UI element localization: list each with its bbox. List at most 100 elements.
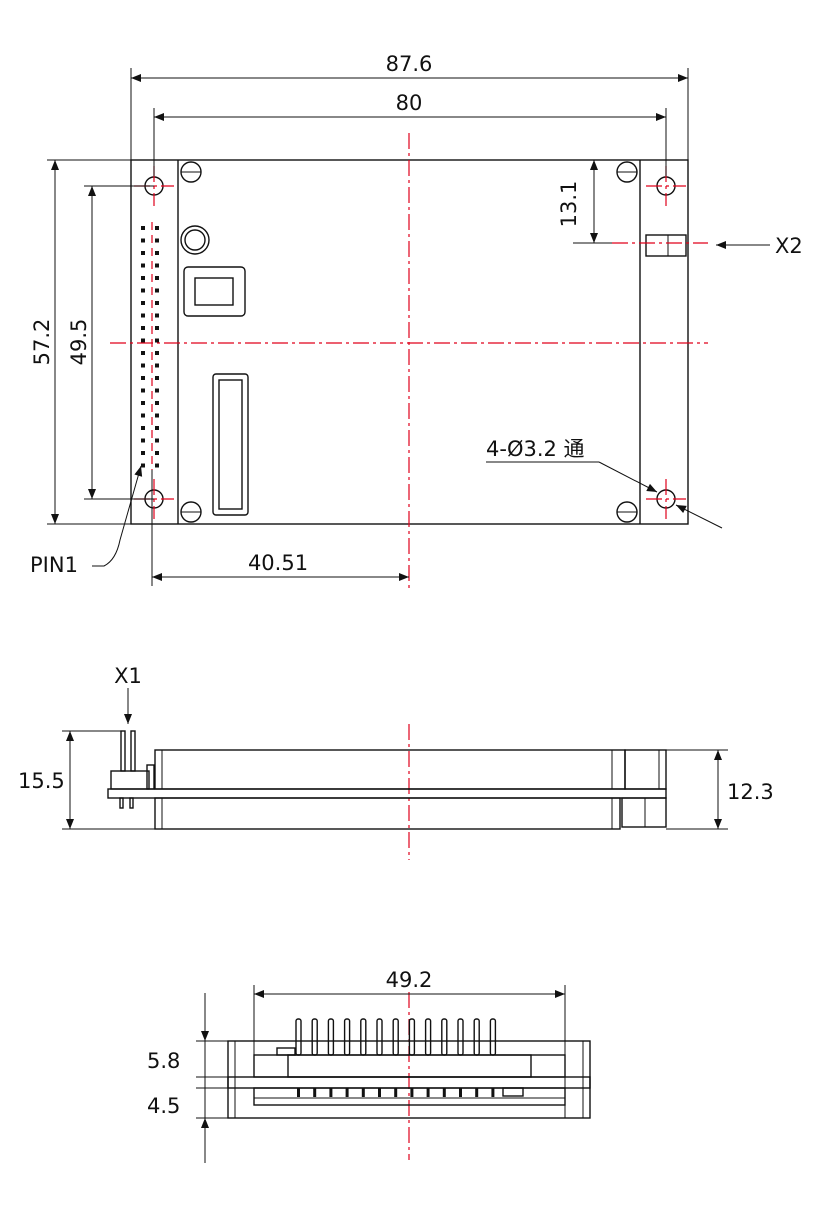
header-pin [141, 226, 145, 230]
end-pin [424, 1018, 432, 1056]
end-pin [360, 1018, 367, 1056]
end-pin-tail [361, 1088, 365, 1097]
dim-vertical-end: 5.8 4.5 [147, 993, 228, 1163]
header-pin [141, 301, 145, 305]
header-pin [141, 363, 145, 368]
end-header-pins [295, 1018, 497, 1097]
square-component [183, 266, 246, 317]
header-pin [141, 326, 145, 330]
header-pin [155, 301, 159, 305]
dim-13-1-label: 13.1 [557, 181, 581, 228]
header-pin [141, 288, 145, 293]
end-pin [457, 1018, 464, 1056]
dim-body-height: 12.3 [666, 749, 774, 830]
header-pin [155, 263, 159, 268]
header-pin [141, 351, 145, 355]
dim-40-51-label: 40.51 [248, 551, 308, 575]
dim-overall-height: 57.2 [30, 159, 131, 525]
end-pin-tail [491, 1088, 495, 1097]
header-pin [141, 376, 145, 380]
header-pin [141, 238, 145, 243]
end-pin [343, 1018, 351, 1056]
dim-overall-width: 87.6 [130, 52, 689, 160]
header-pin [155, 351, 159, 355]
dim-center-offset: 40.51 [151, 470, 409, 586]
header-pin [155, 463, 159, 468]
pin1-label: PIN1 [30, 553, 78, 577]
header-pin [155, 376, 159, 380]
end-pin-tail [442, 1088, 446, 1097]
header-pin [155, 438, 159, 443]
round-component [180, 225, 210, 255]
end-pin [392, 1018, 399, 1056]
side-board [107, 788, 667, 799]
header-pin [155, 413, 159, 418]
header-pin [155, 276, 159, 280]
x1-label: X1 [114, 664, 142, 688]
end-pin-tail [475, 1088, 479, 1097]
x2-callout: X2 [716, 234, 803, 258]
header-pin [141, 463, 145, 468]
dim-hole-spacing-y: 49.5 [67, 185, 154, 500]
end-pin [376, 1018, 383, 1056]
dim-12-3-label: 12.3 [727, 780, 774, 804]
header-pin [141, 413, 145, 418]
standoff-screws [180, 161, 638, 523]
dim-4-5-label: 4.5 [147, 1094, 180, 1118]
dim-49-2-label: 49.2 [386, 968, 433, 992]
dim-5-8-label: 5.8 [147, 1049, 180, 1073]
end-pin-tail [297, 1088, 300, 1097]
end-pin [408, 1018, 416, 1056]
end-pin-tail [313, 1088, 317, 1097]
end-pin-tail [459, 1088, 462, 1097]
x1-header-pins [110, 730, 155, 809]
dim-87-6-label: 87.6 [386, 52, 433, 76]
end-pin [295, 1018, 302, 1056]
end-pin-tail [410, 1088, 414, 1097]
header-pin [141, 338, 145, 343]
side-top-module [154, 749, 667, 790]
end-pin-tail [426, 1088, 430, 1097]
header-pin [141, 388, 145, 393]
header-pin [155, 426, 159, 430]
header-pin [141, 401, 145, 405]
dim-57-2-label: 57.2 [30, 319, 54, 366]
top-view: 87.6 80 57.2 49.5 13.1 [30, 52, 803, 590]
header-pin [155, 388, 159, 393]
end-pin [489, 1018, 497, 1056]
dim-x2-offset: 13.1 [557, 160, 612, 244]
side-view: X1 [18, 664, 774, 860]
header-pin [141, 426, 145, 430]
header-pin [155, 288, 159, 293]
end-view: 49.2 5.8 4.5 [147, 968, 591, 1163]
slot-connector [212, 373, 249, 516]
end-pin-tail [345, 1088, 349, 1097]
header-pin [155, 338, 159, 343]
header-pin [141, 251, 145, 255]
end-pin-tail [329, 1088, 333, 1097]
end-pin [441, 1018, 448, 1056]
end-pin [311, 1018, 318, 1056]
header-pin [155, 313, 159, 318]
header-pin [155, 401, 159, 405]
header-pin [141, 438, 145, 443]
dim-total-height: 15.5 [18, 730, 155, 830]
x2-connector [645, 234, 687, 257]
header-pin [141, 451, 145, 455]
end-pin [473, 1018, 480, 1056]
header-pin [141, 276, 145, 280]
dim-80-label: 80 [396, 91, 423, 115]
dim-header-width: 49.2 [253, 968, 566, 1055]
end-lower-part [253, 1087, 566, 1106]
dim-15-5-label: 15.5 [18, 769, 65, 793]
header-pin [155, 451, 159, 455]
header-pin [155, 326, 159, 330]
end-pin-tail [378, 1088, 381, 1097]
header-pin [141, 313, 145, 318]
holes-callout: 4-Ø3.2 通 [486, 437, 723, 529]
header-pin [155, 226, 159, 230]
holes-label: 4-Ø3.2 通 [486, 437, 585, 461]
dim-49-5-label: 49.5 [67, 319, 91, 366]
header-pin [155, 251, 159, 255]
